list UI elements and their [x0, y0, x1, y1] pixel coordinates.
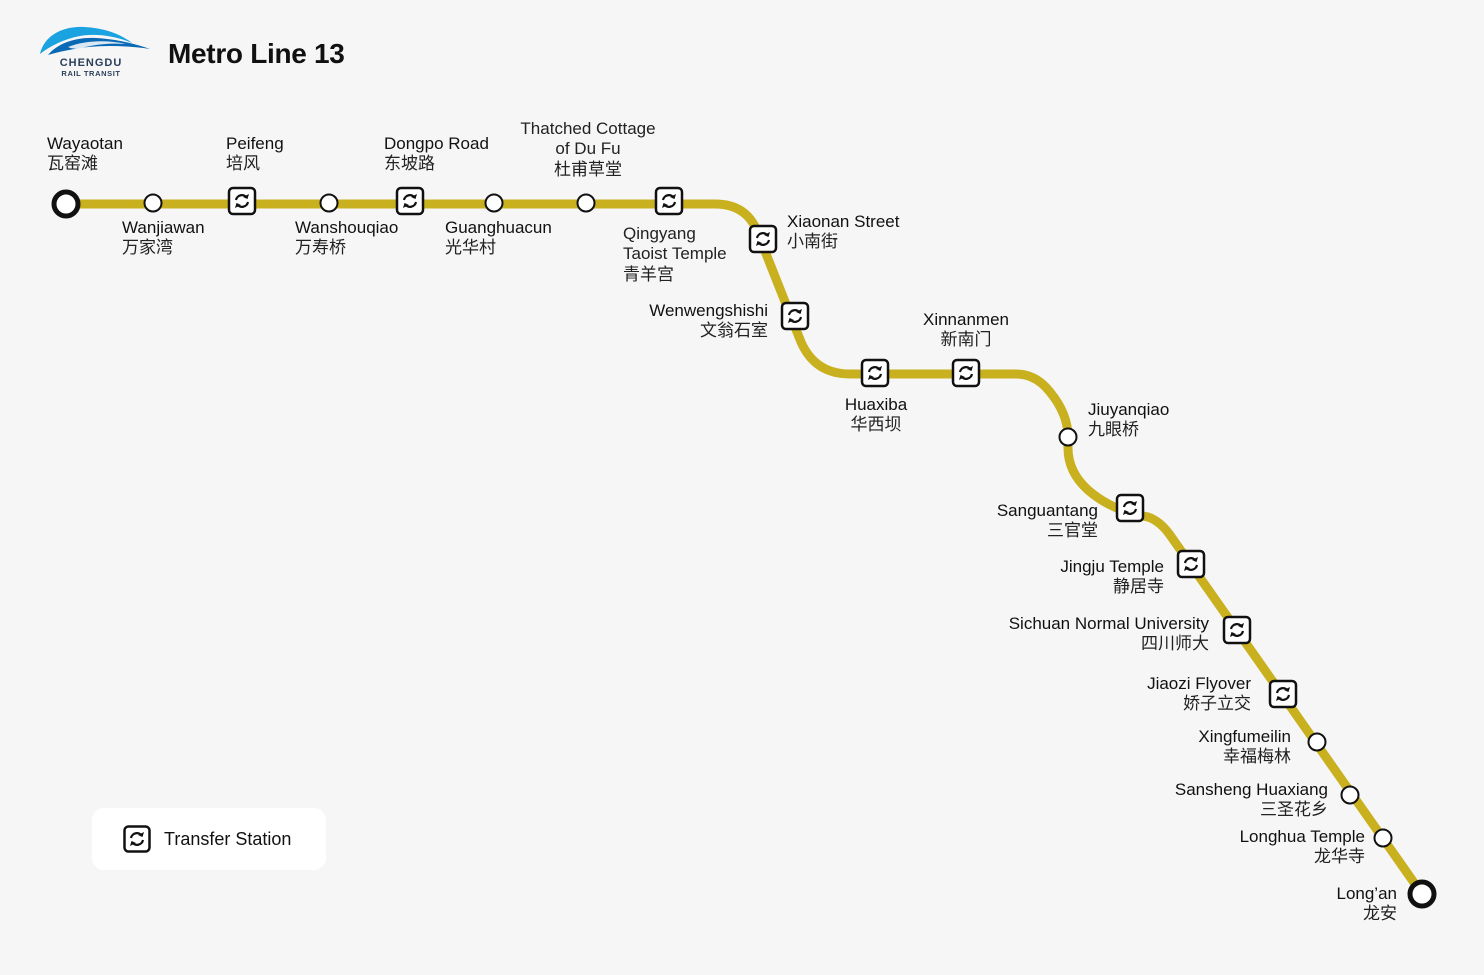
transfer-marker-peifeng — [227, 186, 257, 216]
transfer-marker-sanguantang — [1115, 493, 1145, 523]
terminal-marker-wayaotan — [51, 189, 81, 219]
station-marker-sansheng-huaxiang — [1340, 785, 1360, 805]
station-marker-xingfumeilin — [1307, 732, 1327, 752]
transfer-marker-qingyang — [654, 186, 684, 216]
chengdu-rail-transit-logo: CHENGDU RAIL TRANSIT — [38, 24, 154, 80]
station-marker-jiuyanqiao — [1058, 427, 1078, 447]
transfer-marker-wenwengshishi — [780, 301, 810, 331]
station-marker-thatched-cottage — [576, 193, 596, 213]
transfer-icon — [123, 825, 151, 853]
station-marker-wanshouqiao — [319, 193, 339, 213]
page-title: Metro Line 13 — [168, 38, 345, 69]
transfer-marker-xinnanmen — [951, 358, 981, 388]
logo-brand-name: CHENGDU — [59, 57, 123, 69]
transfer-marker-sichuan-normal-university — [1222, 615, 1252, 645]
station-marker-wanjiawan — [143, 193, 163, 213]
legend-label: Transfer Station — [164, 829, 292, 849]
logo-wave-icon — [40, 26, 150, 55]
transfer-marker-jingju-temple — [1176, 549, 1206, 579]
station-marker-longhua-temple — [1373, 828, 1393, 848]
terminal-marker-longan — [1407, 879, 1437, 909]
transfer-marker-huaxiba — [860, 358, 890, 388]
station-markers — [51, 186, 1437, 909]
legend-box: Transfer Station — [92, 808, 326, 870]
logo-brand-sub: RAIL TRANSIT — [61, 69, 121, 78]
station-marker-guanghuacun — [484, 193, 504, 213]
transfer-marker-xiaonan-street — [748, 224, 778, 254]
transfer-marker-dongpo-road — [395, 186, 425, 216]
transfer-marker-jiaozi-flyover — [1268, 679, 1298, 709]
